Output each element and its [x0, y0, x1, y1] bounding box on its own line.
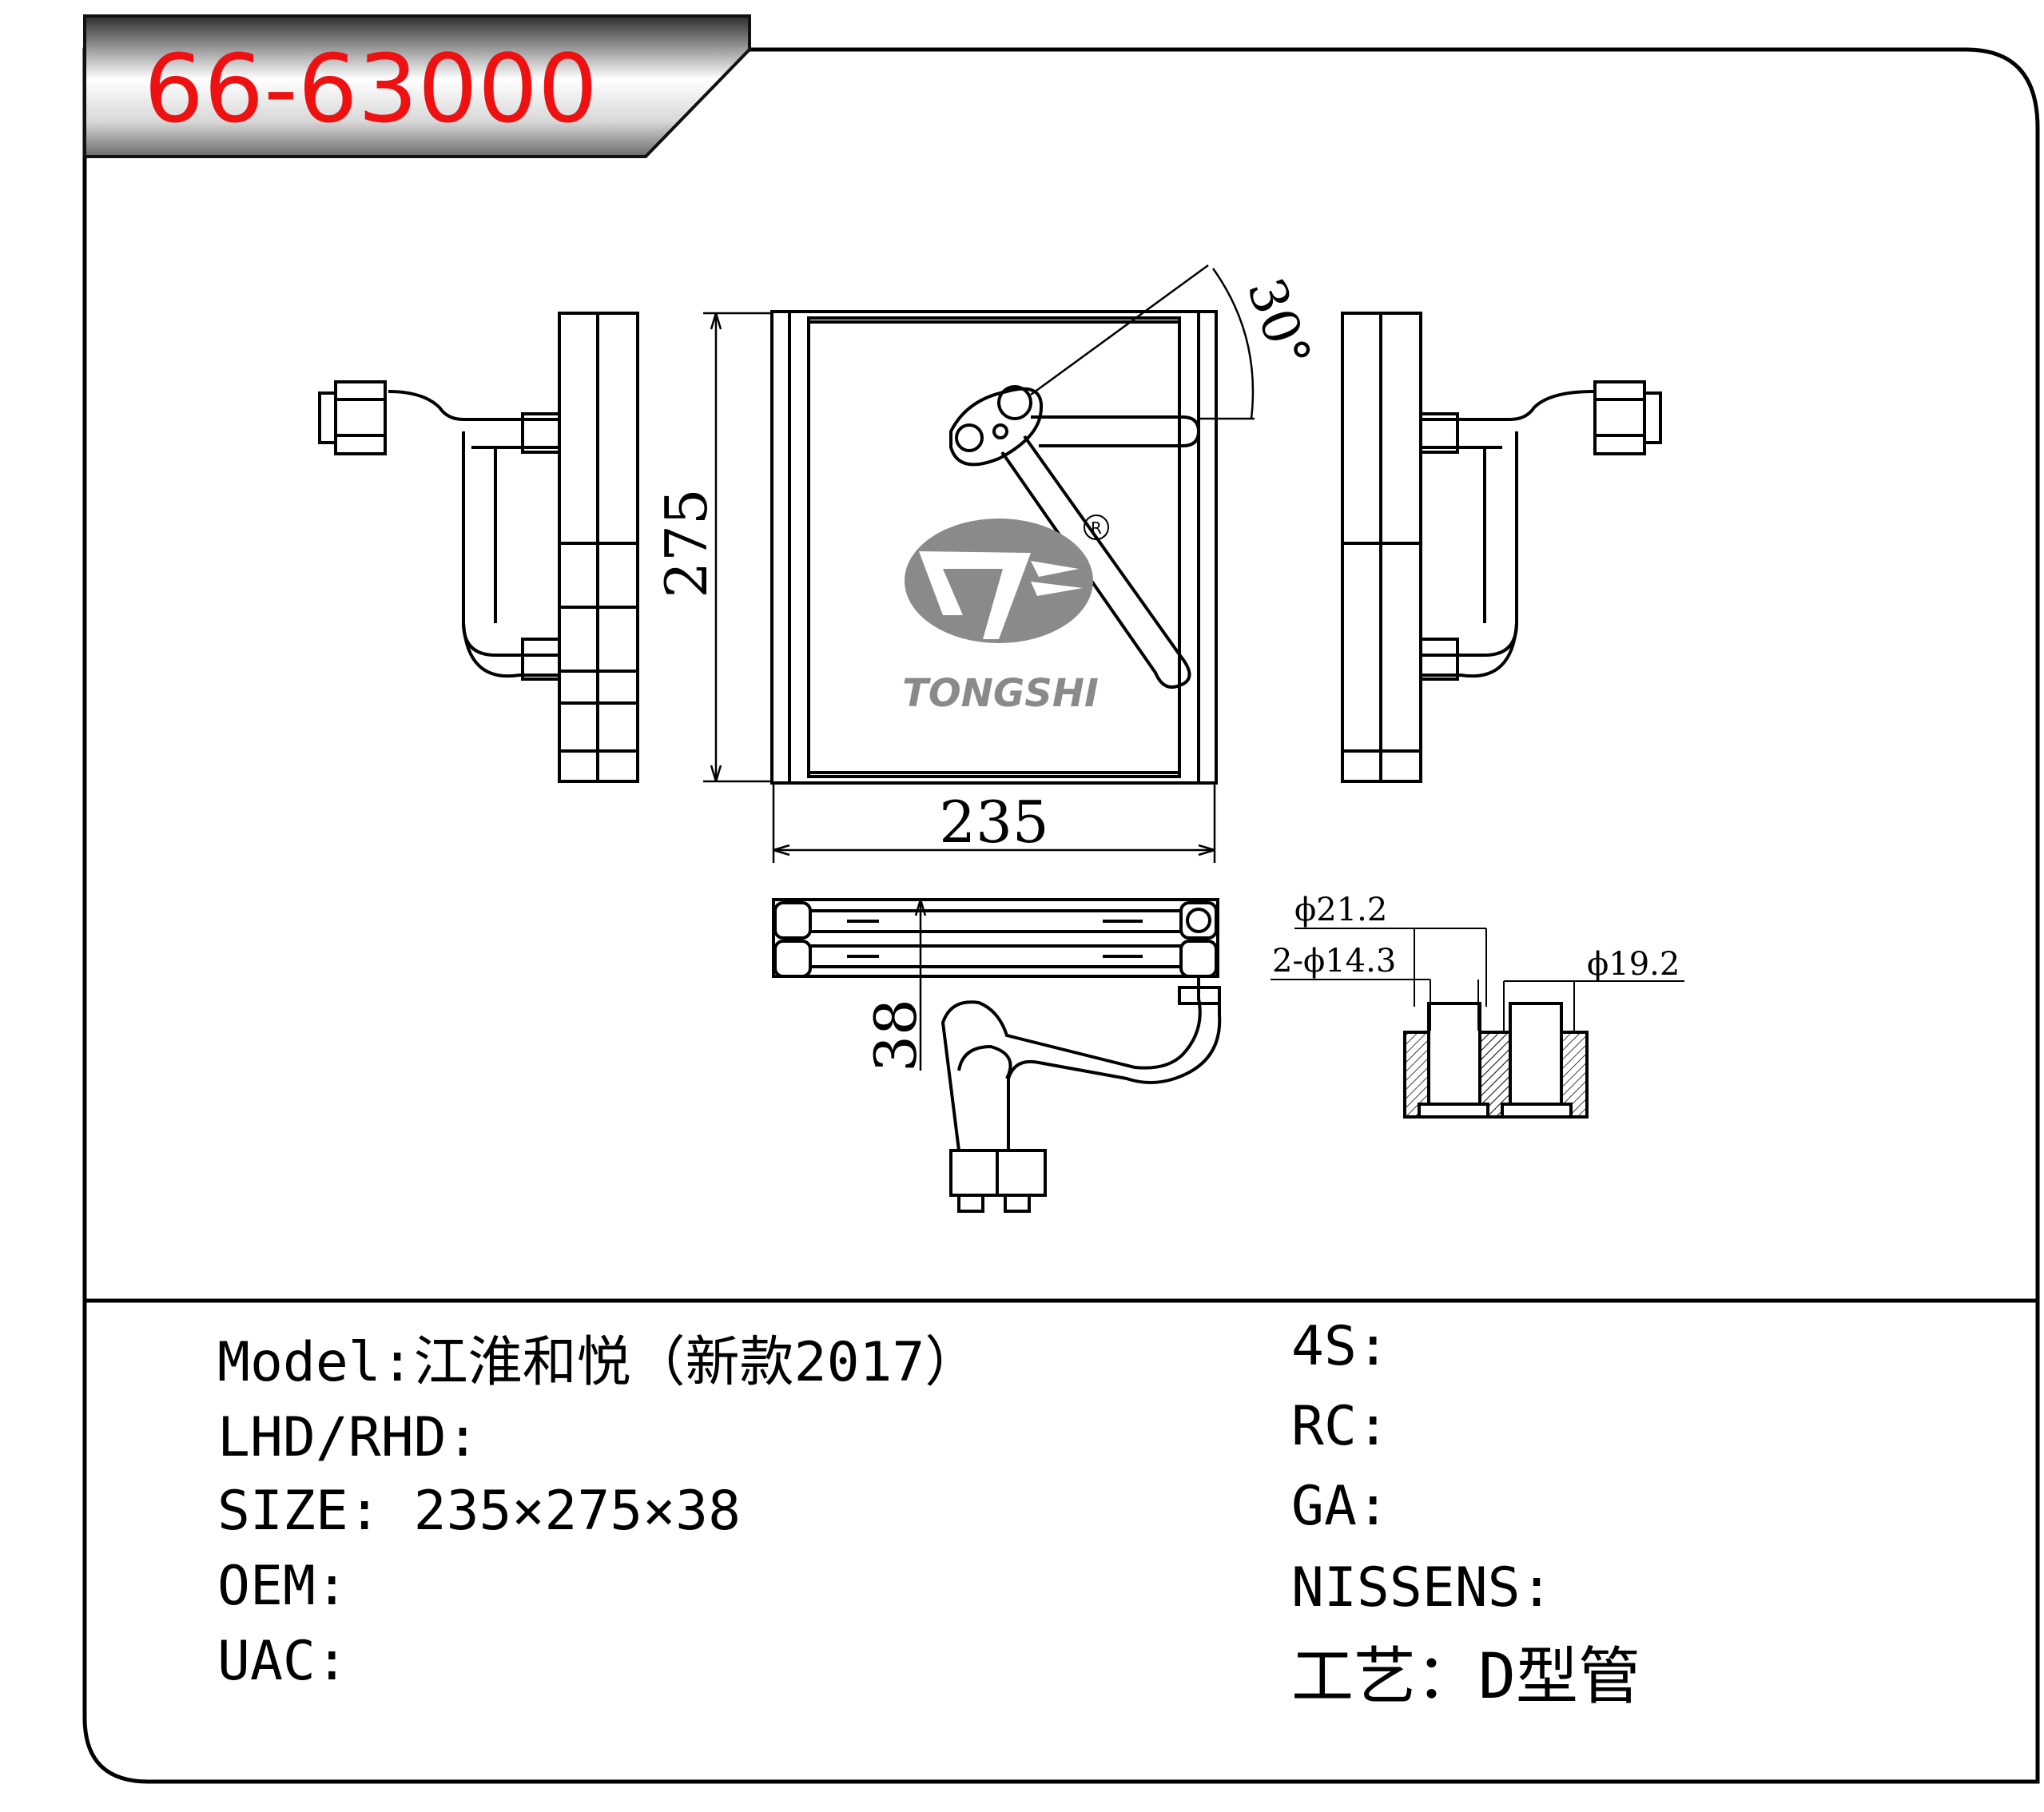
dim-angle-label: 30°	[1235, 271, 1322, 376]
dimension-depth	[914, 899, 927, 1071]
spec-process-value: D型管	[1478, 1641, 1640, 1713]
spec-size: SIZE: 235×275×38	[217, 1484, 741, 1539]
spec-oem: OEM:	[217, 1560, 348, 1614]
spec-4s-sep: :	[1356, 1315, 1390, 1378]
spec-process-sep: ：	[1416, 1641, 1479, 1713]
right-side-view	[1341, 312, 1662, 783]
spec-ga-label: GA	[1291, 1475, 1357, 1538]
spec-size-sep: :	[348, 1480, 414, 1543]
flange-section	[1403, 1002, 1589, 1119]
logo-wordmark: TONGSHI	[902, 671, 1099, 716]
spec-uac-label: UAC	[217, 1630, 316, 1693]
spec-ga-sep: :	[1356, 1475, 1390, 1538]
spec-model: Model:江淮和悦（新款2017）	[217, 1336, 979, 1390]
dimension-angle	[1030, 264, 1255, 420]
spec-oem-sep: :	[315, 1555, 348, 1618]
dimension-height	[703, 312, 772, 783]
spec-oem-label: OEM	[217, 1555, 316, 1618]
title-banner	[83, 14, 751, 158]
spec-uac: UAC:	[217, 1635, 348, 1689]
outer-frame	[82, 47, 2040, 1784]
spec-model-sep: :	[380, 1331, 414, 1394]
tongshi-logo: TONGSHI R	[902, 515, 1109, 716]
spec-nissens-sep: :	[1520, 1556, 1553, 1619]
spec-process: 工艺：D型管	[1291, 1646, 1640, 1708]
spec-model-label: Model	[217, 1331, 381, 1394]
spec-4s: 4S:	[1291, 1320, 1390, 1374]
spec-lhd-rhd-sep: :	[446, 1406, 479, 1469]
spec-model-value: 江淮和悦（新款2017）	[413, 1331, 980, 1394]
left-side-view	[318, 312, 639, 783]
spec-process-label: 工艺	[1291, 1641, 1417, 1713]
spec-lhd-rhd-label: LHD/RHD	[217, 1406, 447, 1469]
flange-dimensions	[1271, 928, 1684, 1031]
spec-lhd-rhd: LHD/RHD:	[217, 1411, 479, 1465]
spec-rc: RC:	[1291, 1400, 1390, 1454]
dim-height-label: 275	[653, 488, 720, 598]
dim-width-label: 235	[939, 789, 1048, 856]
top-view	[772, 898, 1222, 1213]
spec-nissens-label: NISSENS	[1291, 1556, 1521, 1619]
spec-ga: GA:	[1291, 1480, 1390, 1534]
part-number: 66-63000	[144, 34, 598, 144]
dim-side-dia: ϕ19.2	[1587, 946, 1680, 983]
dim-outlet-dia: ϕ21.2	[1294, 892, 1387, 928]
spec-nissens: NISSENS:	[1291, 1561, 1553, 1615]
spec-uac-sep: :	[315, 1630, 348, 1693]
front-view	[770, 310, 1218, 785]
spec-size-value: 235×275×38	[413, 1480, 742, 1543]
registered-mark: R	[1091, 519, 1102, 538]
dim-inlets-dia: 2-ϕ14.3	[1272, 943, 1396, 980]
spec-4s-label: 4S	[1291, 1315, 1357, 1378]
spec-rc-sep: :	[1356, 1395, 1390, 1458]
dim-depth-label: 38	[862, 999, 929, 1072]
spec-rc-label: RC	[1291, 1395, 1357, 1458]
dimension-width	[772, 785, 1216, 863]
spec-size-label: SIZE	[217, 1480, 348, 1543]
